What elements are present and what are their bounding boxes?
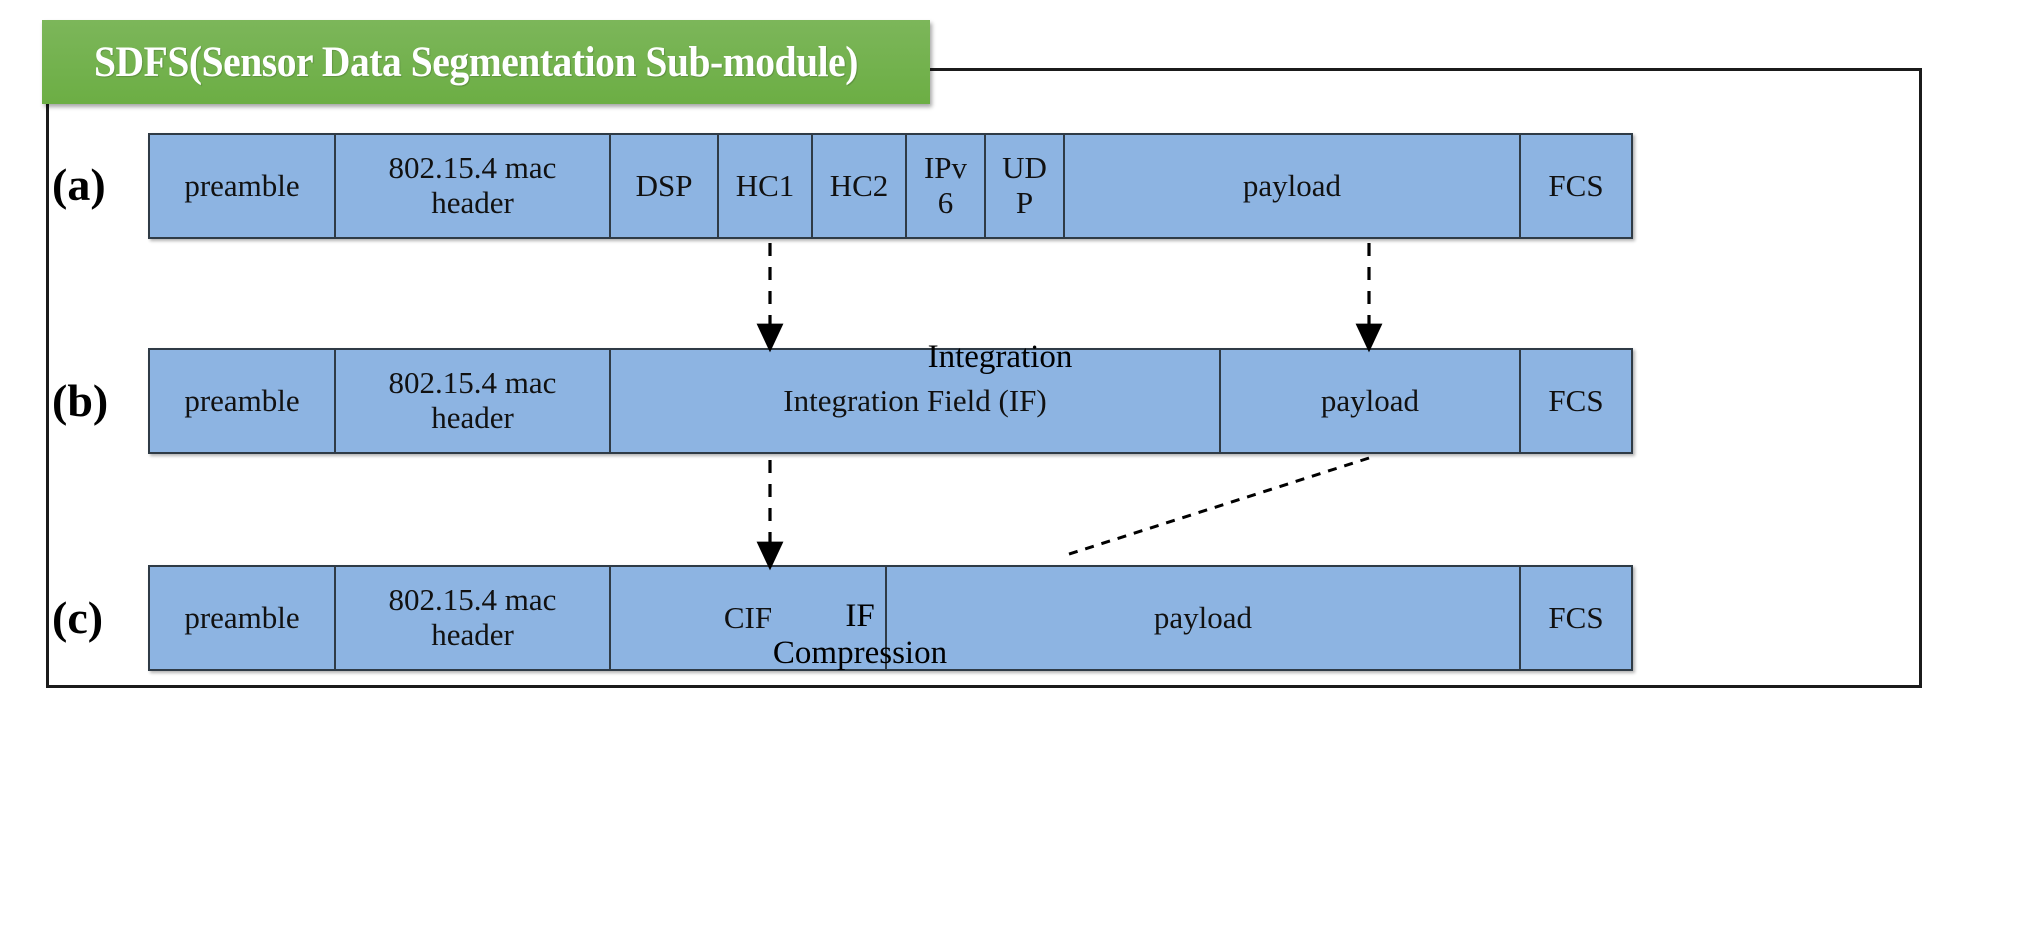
field-fcs: FCS (1548, 382, 1604, 418)
field-fcs: FCS (1548, 599, 1604, 635)
transition-label-if-compression: IF Compression (772, 598, 948, 671)
field-cif: CIF (611, 567, 887, 669)
field-preamble: preamble (150, 135, 336, 237)
row-label-a: (a) (52, 159, 106, 210)
row-label-b: (b) (52, 375, 109, 426)
transition-label-integration: Integration (927, 339, 1073, 375)
figure-title-banner: SDFS(Sensor Data Segmentation Sub-module… (42, 20, 930, 104)
field-hc2: HC2 (813, 135, 907, 237)
field-preamble: preamble (150, 350, 336, 452)
field-integration-field: Integration Field (IF) (611, 350, 1221, 452)
field-dsp: DSP (611, 135, 719, 237)
field-preamble: preamble (150, 567, 336, 669)
field-payload: payload (1221, 350, 1521, 452)
figure-outer-border (46, 68, 1922, 688)
figure-title: SDFS(Sensor Data Segmentation Sub-module… (94, 38, 859, 86)
field-payload: payload (887, 567, 1521, 669)
row-label-c: (c) (52, 592, 104, 643)
field-hc1: HC1 (719, 135, 813, 237)
field-payload: payload (1065, 135, 1521, 237)
field-fcs: FCS (1548, 167, 1604, 203)
